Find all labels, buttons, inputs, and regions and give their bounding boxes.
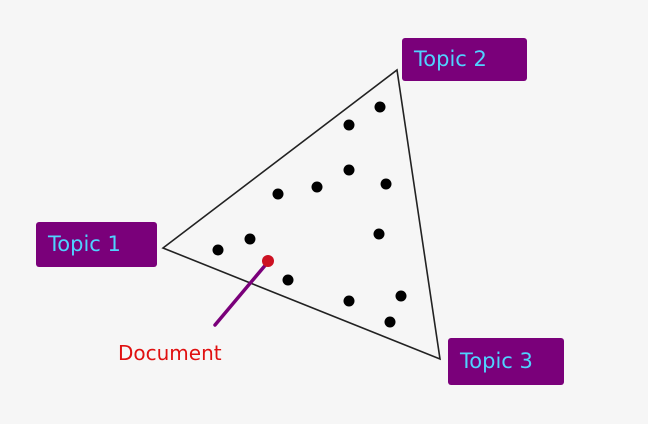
document-points	[212, 101, 407, 328]
document-point-9	[212, 244, 224, 256]
document-point-7	[373, 228, 385, 240]
document-point-3	[343, 164, 355, 176]
document-point-1	[374, 101, 386, 113]
document-point-8	[244, 233, 256, 245]
document-point-12	[395, 290, 407, 302]
document-point-10	[282, 274, 294, 286]
topic-simplex-triangle	[161, 68, 441, 361]
document-point-5	[272, 188, 284, 200]
topic-3-label: Topic 3	[448, 338, 564, 385]
document-point-11	[343, 295, 355, 307]
document-point-6	[380, 178, 392, 190]
document-point-2	[343, 119, 355, 131]
document-point-13	[384, 316, 396, 328]
document-point-4	[311, 181, 323, 193]
highlighted-document-point	[262, 255, 274, 267]
topic-1-label: Topic 1	[36, 222, 157, 267]
document-pointer-line	[213, 260, 270, 327]
document-label: Document	[118, 341, 222, 365]
topic-2-label: Topic 2	[402, 38, 527, 81]
